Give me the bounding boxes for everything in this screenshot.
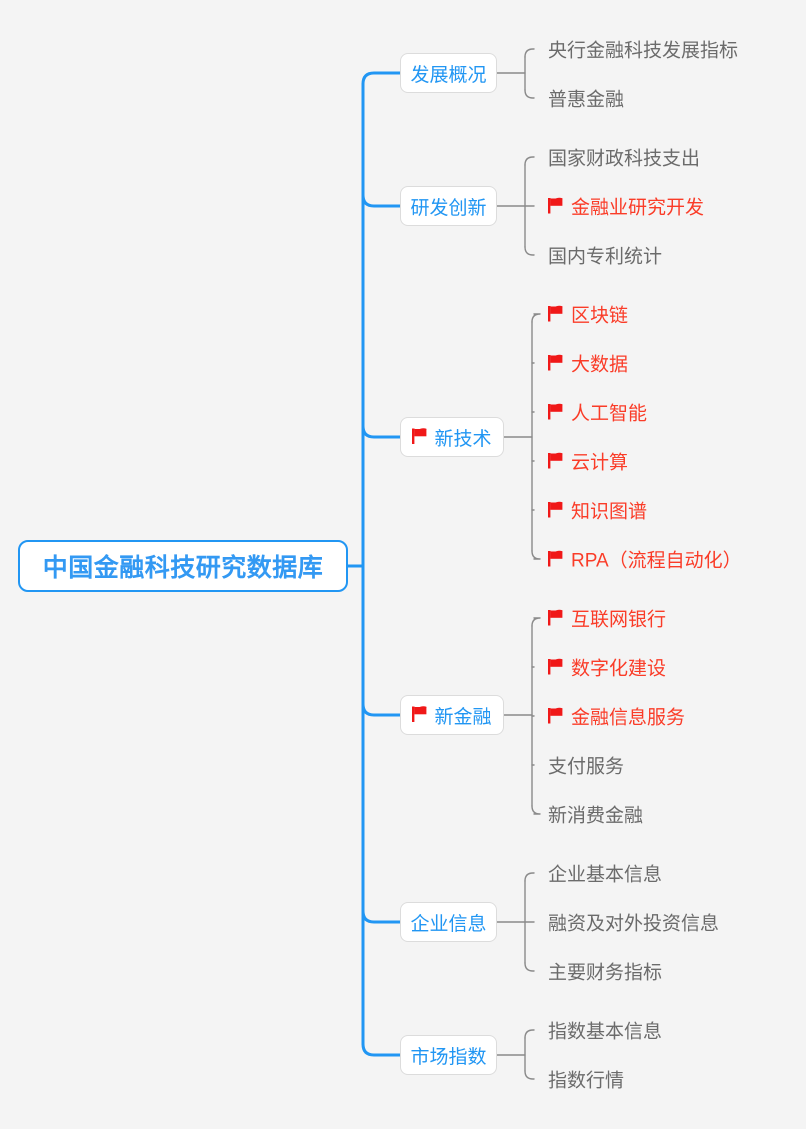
leaf-node-label: 普惠金融 [548, 89, 625, 111]
red-flag-icon [548, 550, 563, 566]
leaf-node-3-2[interactable]: 大数据 [548, 350, 628, 377]
leaf-node-label: 金融业研究开发 [571, 197, 705, 219]
leaf-node-label: 数字化建设 [571, 658, 667, 680]
leaf-node-4-3[interactable]: 金融信息服务 [548, 703, 685, 730]
leaf-node-4-1[interactable]: 互联网银行 [548, 605, 666, 632]
red-flag-icon [548, 609, 563, 625]
root-node[interactable]: 中国金融科技研究数据库 [18, 540, 348, 592]
leaf-node-5-2[interactable]: 融资及对外投资信息 [548, 909, 719, 936]
leaf-node-label: 融资及对外投资信息 [548, 913, 720, 935]
leaf-node-label: 知识图谱 [571, 501, 648, 523]
leaf-node-5-1[interactable]: 企业基本信息 [548, 860, 662, 887]
leaf-node-3-4[interactable]: 云计算 [548, 448, 628, 475]
red-flag-icon [412, 428, 427, 444]
red-flag-icon [548, 452, 563, 468]
leaf-node-label: RPA（流程自动化） [571, 550, 742, 572]
branch-node-5[interactable]: 企业信息 [400, 902, 497, 942]
leaf-node-label: 央行金融科技发展指标 [548, 40, 739, 62]
red-flag-icon [548, 658, 563, 674]
branch-node-label: 市场指数 [410, 1046, 487, 1068]
red-flag-icon [412, 706, 427, 722]
leaf-node-5-3[interactable]: 主要财务指标 [548, 958, 662, 985]
branch-node-label: 发展概况 [410, 64, 487, 86]
branch-node-label: 新金融 [434, 706, 492, 728]
leaf-node-1-2[interactable]: 普惠金融 [548, 85, 624, 112]
leaf-node-label: 指数基本信息 [548, 1021, 663, 1043]
leaf-node-2-1[interactable]: 国家财政科技支出 [548, 144, 700, 171]
leaf-node-2-3[interactable]: 国内专利统计 [548, 242, 662, 269]
leaf-node-label: 新消费金融 [548, 805, 644, 827]
red-flag-icon [548, 501, 563, 517]
leaf-node-1-1[interactable]: 央行金融科技发展指标 [548, 36, 738, 63]
red-flag-icon [548, 354, 563, 370]
leaf-node-4-4[interactable]: 支付服务 [548, 752, 624, 779]
red-flag-icon [548, 305, 563, 321]
leaf-node-label: 国家财政科技支出 [548, 148, 701, 170]
branch-node-1[interactable]: 发展概况 [400, 53, 497, 93]
branch-node-2[interactable]: 研发创新 [400, 186, 497, 226]
leaf-node-label: 金融信息服务 [571, 707, 686, 729]
leaf-node-label: 云计算 [571, 452, 629, 474]
leaf-node-2-2[interactable]: 金融业研究开发 [548, 193, 704, 220]
branch-node-6[interactable]: 市场指数 [400, 1035, 497, 1075]
leaf-node-label: 大数据 [571, 354, 629, 376]
leaf-node-label: 国内专利统计 [548, 246, 663, 268]
leaf-node-label: 人工智能 [571, 403, 648, 425]
leaf-node-label: 企业基本信息 [548, 864, 663, 886]
root-node-label: 中国金融科技研究数据库 [42, 555, 324, 582]
leaf-node-label: 主要财务指标 [548, 962, 663, 984]
branch-node-3[interactable]: 新技术 [400, 417, 504, 457]
branch-node-label: 研发创新 [410, 197, 487, 219]
branch-node-4[interactable]: 新金融 [400, 695, 504, 735]
branch-node-label: 新技术 [434, 428, 492, 450]
leaf-node-4-5[interactable]: 新消费金融 [548, 801, 643, 828]
leaf-node-3-5[interactable]: 知识图谱 [548, 497, 647, 524]
leaf-node-label: 互联网银行 [571, 609, 667, 631]
leaf-node-label: 指数行情 [548, 1070, 625, 1092]
leaf-node-label: 区块链 [571, 305, 629, 327]
leaf-node-6-2[interactable]: 指数行情 [548, 1066, 624, 1093]
red-flag-icon [548, 197, 563, 213]
red-flag-icon [548, 403, 563, 419]
leaf-node-3-3[interactable]: 人工智能 [548, 399, 647, 426]
leaf-node-label: 支付服务 [548, 756, 625, 778]
branch-node-label: 企业信息 [410, 913, 487, 935]
leaf-node-4-2[interactable]: 数字化建设 [548, 654, 666, 681]
red-flag-icon [548, 707, 563, 723]
leaf-node-3-6[interactable]: RPA（流程自动化） [548, 546, 742, 573]
leaf-node-3-1[interactable]: 区块链 [548, 301, 628, 328]
leaf-node-6-1[interactable]: 指数基本信息 [548, 1017, 662, 1044]
